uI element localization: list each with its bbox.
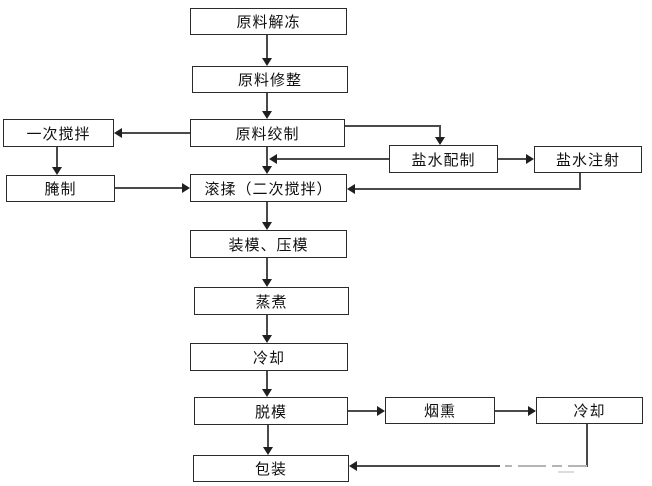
edge-grind-brineprep-vline [439,125,441,138]
edge-steam-cool1-arrow-icon [262,335,272,343]
edge-grind-tumble-arrow-icon [262,166,272,174]
edge-cure-tumble-arrow-icon [182,183,190,193]
watermark-dash [552,465,562,467]
edge-thaw-trim-line [266,35,268,59]
edge-moldpress-steam-line [266,258,268,280]
edge-brineprep-tumble-line [277,158,389,160]
node-cool-1: 冷却 [190,343,348,371]
edge-thaw-trim-arrow-icon [262,58,272,66]
edge-brineprep-brineinject-line [498,158,527,160]
edge-demold-smoke-arrow-icon [377,406,385,416]
node-brine-prep: 盐水配制 [389,145,498,173]
edge-grind-tumble-line [266,147,268,167]
node-mold-press: 装模、压模 [190,230,347,258]
node-demold: 脱模 [194,397,348,425]
node-thaw: 原料解冻 [190,8,347,35]
node-trim: 原料修整 [192,66,348,93]
edge-cure-tumble-line [115,187,183,189]
edge-firstmix-cure-arrow-icon [52,167,62,175]
edge-brineprep-brineinject-arrow-icon [526,154,534,164]
edge-brineinject-tumble-vline [579,173,581,190]
edge-trim-grind-line [266,93,268,112]
edge-grind-firstmix-line [122,132,190,134]
edge-grind-firstmix-arrow-icon [114,128,122,138]
edge-tumble-moldpress-arrow-icon [262,222,272,230]
edge-firstmix-cure-line [56,147,58,168]
node-first-mix: 一次搅拌 [3,119,114,147]
node-pack: 包装 [193,455,349,482]
edge-demold-pack-line [267,425,269,448]
node-grind: 原料绞制 [190,119,345,147]
watermark-dash [558,471,574,473]
edge-brineprep-tumble-arrow-icon [269,154,277,164]
edge-brineinject-tumble-arrow-icon [347,184,355,194]
edge-tumble-moldpress-line [266,202,268,223]
edge-steam-cool1-line [266,315,268,336]
node-tumble: 滚揉（二次搅拌） [190,174,347,202]
edge-smoke-cool2-arrow-icon [528,406,536,416]
edge-demold-pack-arrow-icon [263,447,273,455]
edge-grind-brineprep-hline [345,125,441,127]
edge-trim-grind-arrow-icon [262,111,272,119]
edge-brineinject-tumble-hline [355,188,581,190]
watermark-dash [505,465,512,467]
edge-cool1-demold-line [266,371,268,390]
watermark-dash [568,465,587,467]
edge-smoke-cool2-line [495,410,529,412]
edge-cool2-pack-vline [586,424,588,467]
edge-moldpress-steam-arrow-icon [262,279,272,287]
node-smoke: 烟熏 [385,397,495,424]
edge-cool2-pack-arrow-icon [349,461,357,471]
edge-grind-brineprep-arrow-icon [435,137,445,145]
edge-cool2-pack-hline [356,465,500,467]
node-brine-inject: 盐水注射 [534,146,642,173]
node-cool-2: 冷却 [536,397,643,424]
node-steam: 蒸煮 [194,287,349,315]
edge-cool1-demold-arrow-icon [262,389,272,397]
edge-demold-smoke-line [348,410,378,412]
node-cure: 腌制 [6,175,115,202]
watermark-dash [518,465,546,467]
